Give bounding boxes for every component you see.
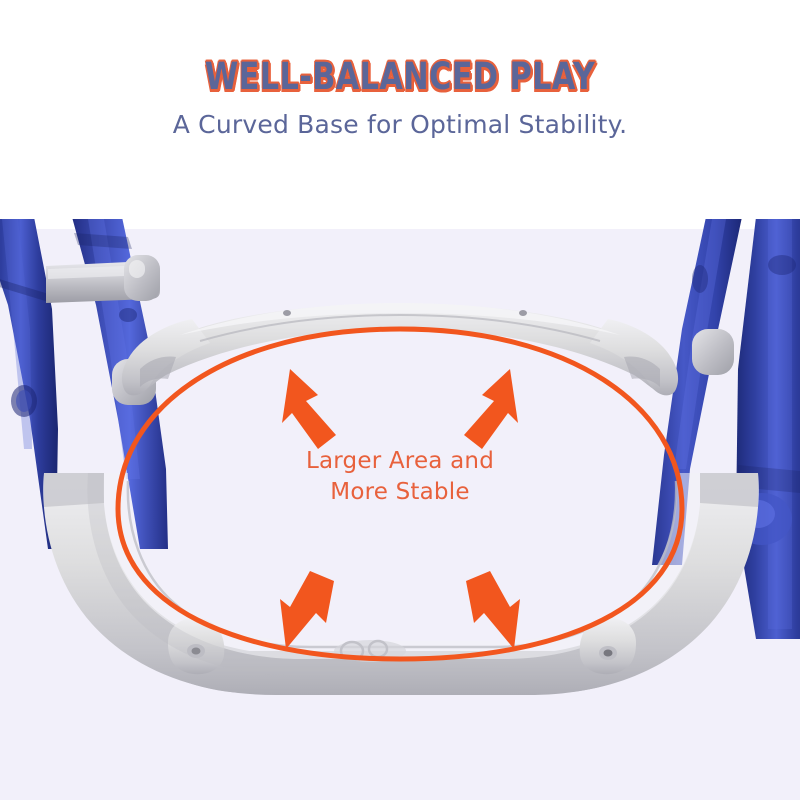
- arrow-bottom-right: [466, 571, 520, 649]
- ladder-leg-right-outer: [732, 219, 800, 639]
- arrow-top-left: [282, 369, 336, 449]
- foot-knob-right-upper: [692, 329, 734, 375]
- header-band: WELL-BALANCED PLAY A Curved Base for Opt…: [0, 0, 800, 219]
- page-subtitle: A Curved Base for Optimal Stability.: [172, 110, 628, 139]
- curved-base-rear: [121, 303, 679, 396]
- page-title: WELL-BALANCED PLAY: [204, 55, 596, 98]
- stability-area-outline: [115, 326, 685, 662]
- curved-base-front: [43, 473, 759, 695]
- mounting-lug-left: [168, 618, 225, 675]
- pivot-knob-left: [124, 255, 160, 301]
- arrow-bottom-left: [280, 571, 334, 649]
- mounting-lug-right: [579, 618, 636, 675]
- ladder-leg-left-outer: [0, 219, 58, 549]
- arrow-top-right: [464, 369, 518, 449]
- product-illustration: [0, 219, 800, 695]
- product-photo: Larger Area and More Stable: [0, 219, 800, 800]
